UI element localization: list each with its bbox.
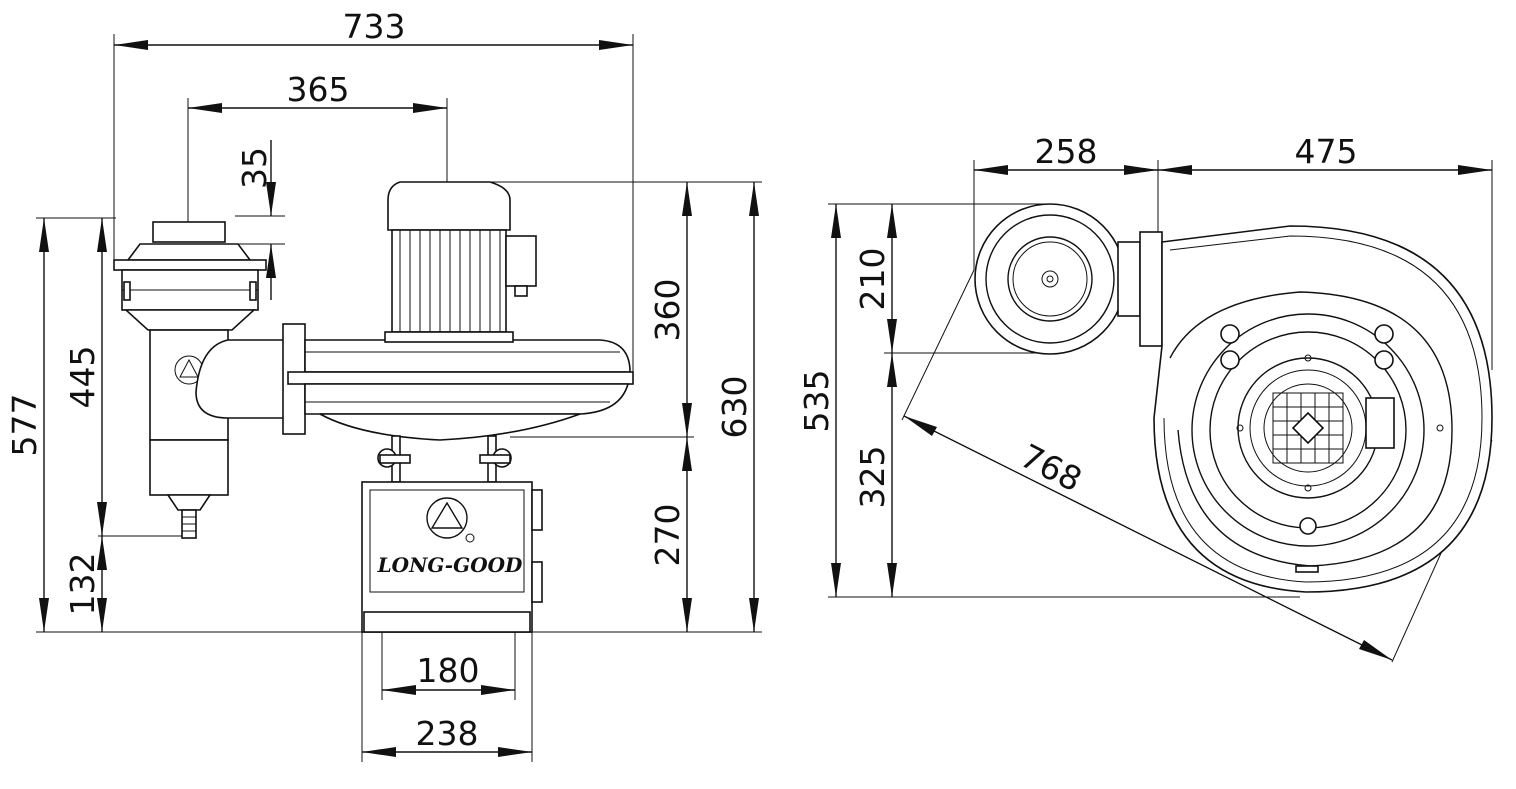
side-extension-lines (36, 34, 762, 762)
control-box: LONG-GOOD (361, 481, 543, 633)
dim-210: 210 (853, 248, 892, 311)
front-view: 258 475 535 210 325 768 (797, 132, 1493, 663)
elbow-pipe (195, 323, 306, 435)
side-dimension-lines (39, 40, 759, 757)
dim-35: 35 (235, 147, 274, 189)
dim-258: 258 (1035, 132, 1098, 171)
dim-360: 360 (648, 279, 687, 342)
dim-325: 325 (853, 446, 892, 509)
dim-577: 577 (5, 394, 44, 457)
volute-housing (1139, 225, 1493, 593)
dim-475: 475 (1295, 132, 1358, 171)
dim-535: 535 (797, 370, 836, 433)
dim-365: 365 (287, 70, 350, 109)
support-bracket (377, 435, 512, 483)
dim-132: 132 (63, 553, 102, 616)
round-inlet (974, 203, 1141, 355)
brand-logo-text: LONG-GOOD (377, 553, 523, 577)
motor (384, 181, 537, 343)
front-dimension-lines (831, 165, 1492, 661)
fan-housing (287, 339, 634, 441)
dim-270: 270 (648, 504, 687, 567)
dim-733: 733 (343, 7, 406, 46)
dim-445: 445 (63, 346, 102, 409)
dim-630: 630 (715, 376, 754, 439)
dim-180: 180 (417, 651, 480, 690)
dim-238: 238 (416, 714, 479, 753)
side-view: 733 365 35 577 445 132 360 270 630 180 2… (5, 7, 762, 762)
